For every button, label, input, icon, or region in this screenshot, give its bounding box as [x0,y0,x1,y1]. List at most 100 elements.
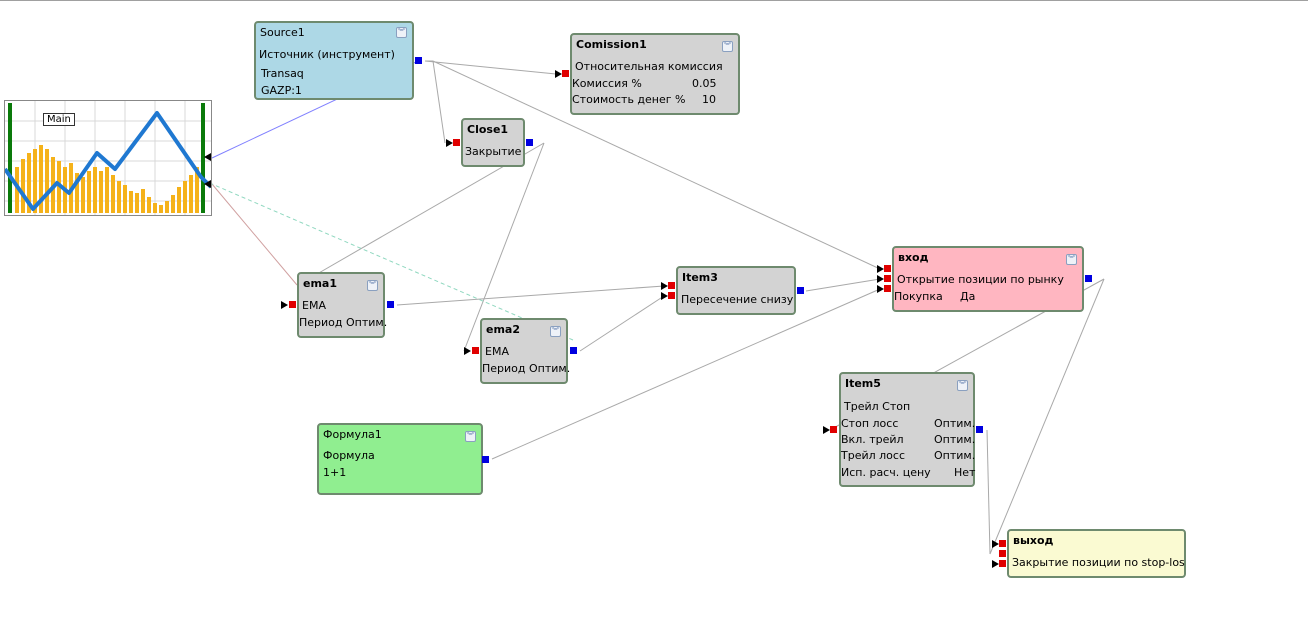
node-item5[interactable]: Item5 ︾ Трейл Стоп Стоп лосс Оптим. Вкл.… [839,372,975,487]
node-title: вход [898,251,929,264]
node-line: Период Оптим. [482,362,571,375]
input-arrow [661,282,668,290]
node-title: Close1 [467,123,509,136]
node-line: Пересечение снизу [681,293,794,306]
node-source1[interactable]: Source1 ︾ Источник (инструмент) Transaq … [254,21,414,100]
node-line: EMA [302,299,326,312]
input-port[interactable] [999,560,1006,567]
param-name: Стоимость денег % [572,93,686,106]
link-ema1-chart [211,183,298,286]
input-arrow [877,285,884,293]
node-line: Закрытие позиции по stop-los [1012,556,1185,569]
input-arrow [281,301,288,309]
input-port[interactable] [453,139,460,146]
link-ema2-chart [211,183,574,341]
node-title: ema2 [486,323,520,336]
input-port[interactable] [472,347,479,354]
input-arrow [661,292,668,300]
node-line: EMA [485,345,509,358]
param-value[interactable]: Оптим. [934,433,976,446]
node-title: Формула1 [323,428,382,441]
link-source-vhod [432,60,881,270]
input-arrow [992,560,999,568]
chart-input-arrow-2 [204,180,211,188]
double-chevron-down-icon[interactable]: ︾ [1066,254,1077,265]
node-ema2[interactable]: ema2 ︾ EMA Период Оптим. [480,318,571,384]
node-vyhod[interactable]: выход Закрытие позиции по stop-los [1007,529,1186,578]
input-port[interactable] [668,282,675,289]
input-port[interactable] [289,301,296,308]
node-line: Относительная комиссия [575,60,723,73]
node-title: выход [1013,534,1054,547]
param-name: Стоп лосс [841,417,899,430]
node-line: 1+1 [323,466,347,479]
param-name: Исп. расч. цену [841,466,931,479]
double-chevron-down-icon[interactable]: ︾ [550,326,561,337]
input-arrow [823,426,830,434]
link-ema2-item3 [579,295,665,352]
link-source-close-b [432,60,446,144]
param-name: Трейл лосс [841,449,906,462]
chart-label: Main [43,113,75,126]
double-chevron-down-icon[interactable]: ︾ [367,280,378,291]
output-port[interactable] [415,57,422,64]
node-ema1[interactable]: ema1 ︾ EMA Период Оптим. [297,272,388,338]
param-value[interactable]: Нет [954,466,976,479]
input-port[interactable] [884,265,891,272]
input-arrow [877,275,884,283]
output-port[interactable] [387,301,394,308]
param-name: Покупка [894,290,943,303]
input-port[interactable] [884,275,891,282]
input-port[interactable] [999,540,1006,547]
node-comission1[interactable]: Comission1 ︾ Относительная комиссия Коми… [570,33,740,115]
node-title: Item5 [845,377,881,390]
node-item3[interactable]: Item3 Пересечение снизу [676,266,796,315]
output-port[interactable] [482,456,489,463]
link-item5-vyhod [986,429,991,555]
param-value[interactable]: Оптим. [934,449,976,462]
input-port[interactable] [830,426,837,433]
input-arrow [464,347,471,355]
output-port[interactable] [570,347,577,354]
node-title: ema1 [303,277,337,290]
chart-thumbnail [3,101,213,215]
param-value[interactable]: Да [960,290,976,303]
node-line: Период Оптим. [299,316,388,329]
input-port[interactable] [562,70,569,77]
link-vhod-vyhod [989,278,1105,555]
node-formula1[interactable]: Формула1 ︾ Формула 1+1 [317,423,483,495]
input-port[interactable] [668,292,675,299]
node-vhod[interactable]: вход ︾ Открытие позиции по рынку Покупка… [892,246,1084,312]
input-arrow [446,139,453,147]
link-close-ema2 [463,142,545,352]
output-port[interactable] [976,426,983,433]
param-value[interactable]: 10 [702,93,716,106]
node-title: Item3 [682,271,718,284]
node-line: Закрытие [465,145,522,158]
link-formula-vhod [491,288,881,460]
link-source-comission [424,60,557,75]
link-item3-vhod [805,278,881,292]
param-value[interactable]: Оптим. [934,417,976,430]
top-border [0,0,1308,1]
node-line: Трейл Стоп [844,400,911,413]
double-chevron-down-icon[interactable]: ︾ [396,27,407,38]
double-chevron-down-icon[interactable]: ︾ [465,431,476,442]
output-port[interactable] [1085,275,1092,282]
double-chevron-down-icon[interactable]: ︾ [957,380,968,391]
input-arrow [992,540,999,548]
node-close1[interactable]: Close1 Закрытие [461,118,525,167]
double-chevron-down-icon[interactable]: ︾ [722,41,733,52]
param-name: Вкл. трейл [841,433,904,446]
input-port[interactable] [884,285,891,292]
input-arrow [555,70,562,78]
chart-input-arrow-1 [204,153,211,161]
node-line: GAZP:1 [261,84,302,97]
input-port[interactable] [999,550,1006,557]
param-value[interactable]: 0.05 [692,77,717,90]
chart-preview[interactable]: Main [3,100,213,216]
node-line: Transaq [261,67,304,80]
output-port[interactable] [526,139,533,146]
output-port[interactable] [797,287,804,294]
node-line: Открытие позиции по рынку [897,273,1064,286]
